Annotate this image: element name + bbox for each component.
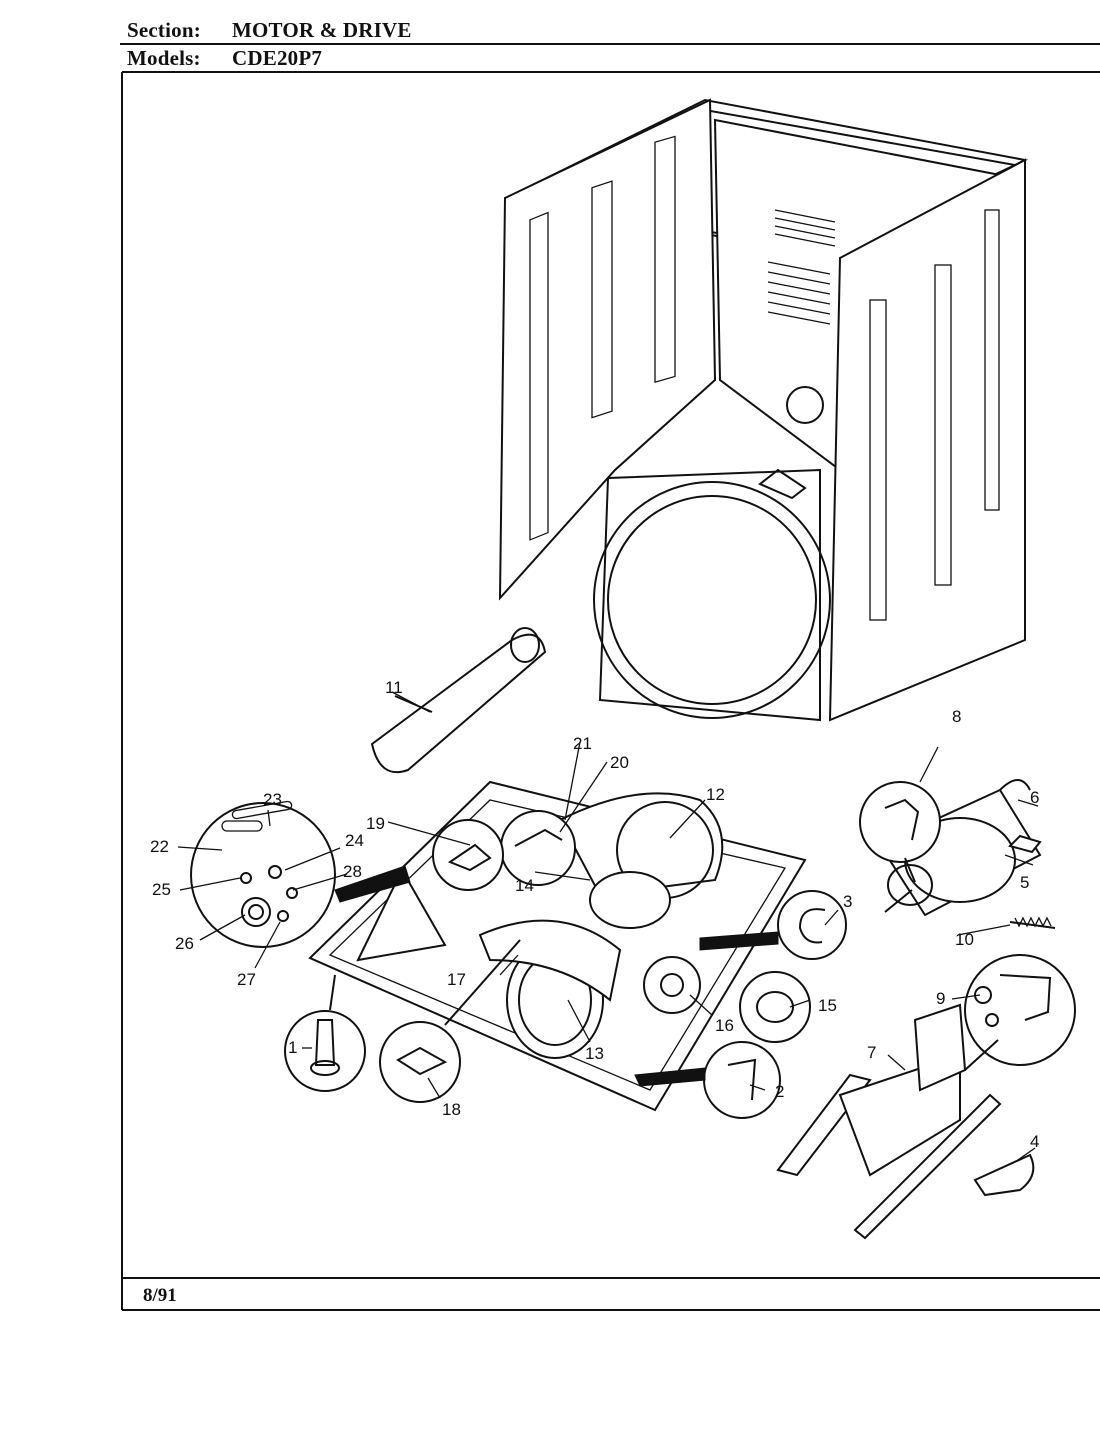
callout-24: 24 xyxy=(345,831,364,850)
callout-21: 21 xyxy=(573,734,592,753)
callout-9: 9 xyxy=(936,989,945,1008)
motor-mount-bracket xyxy=(776,1003,1002,1240)
section-value: MOTOR & DRIVE xyxy=(232,18,412,42)
page-frame xyxy=(120,43,1100,1311)
section-label: Section: xyxy=(127,18,201,42)
callout-28: 28 xyxy=(343,862,362,881)
callout-27: 27 xyxy=(237,970,256,989)
callout-8: 8 xyxy=(952,707,961,726)
leader-lines xyxy=(177,691,1039,1163)
drive-motor xyxy=(878,779,1042,917)
callout-15: 15 xyxy=(818,996,837,1015)
callout-14: 14 xyxy=(515,876,534,895)
callout-1: 1 xyxy=(288,1038,297,1057)
callout-7: 7 xyxy=(867,1043,876,1062)
callout-25: 25 xyxy=(152,880,171,899)
callout-5: 5 xyxy=(1020,873,1029,892)
callout-18: 18 xyxy=(442,1100,461,1119)
section-line: Section: MOTOR & DRIVE xyxy=(127,18,412,43)
models-line: Models: CDE20P7 xyxy=(127,46,322,71)
callout-19: 19 xyxy=(366,814,385,833)
exhaust-tube xyxy=(370,627,547,774)
revision-date: 8/91 xyxy=(143,1285,177,1306)
callout-6: 6 xyxy=(1030,788,1039,807)
callout-3: 3 xyxy=(843,892,852,911)
dryer-cabinet xyxy=(498,98,1029,722)
callout-22: 22 xyxy=(150,837,169,856)
detail-circles xyxy=(190,781,1076,1119)
callout-11: 11 xyxy=(385,678,403,697)
callout-13: 13 xyxy=(585,1044,604,1063)
callout-26: 26 xyxy=(175,934,194,953)
callout-23: 23 xyxy=(263,790,282,809)
callout-labels: 1 2 3 4 5 6 7 8 9 10 11 12 13 14 15 16 1… xyxy=(150,678,1039,1151)
models-label: Models: xyxy=(127,46,201,70)
callout-4: 4 xyxy=(1030,1132,1039,1151)
callout-17: 17 xyxy=(447,970,466,989)
callout-2: 2 xyxy=(775,1082,784,1101)
cover-plate xyxy=(973,1153,1035,1197)
callout-16: 16 xyxy=(715,1016,734,1035)
callout-20: 20 xyxy=(610,753,629,772)
callout-10: 10 xyxy=(955,930,974,949)
models-value: CDE20P7 xyxy=(232,46,323,70)
callout-12: 12 xyxy=(706,785,725,804)
